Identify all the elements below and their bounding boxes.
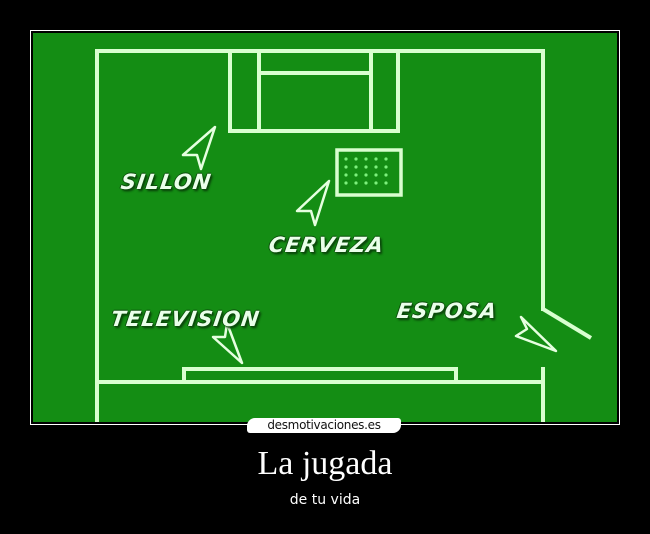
door-icon: [541, 307, 593, 340]
floor-plan-drawing: [95, 49, 593, 422]
sofa-icon: [228, 49, 400, 133]
poster-image: SILLON CERVEZA TELEVISION ESPOSA: [33, 33, 617, 422]
poster-frame: SILLON CERVEZA TELEVISION ESPOSA: [30, 30, 620, 425]
beer-pack-icon: [335, 148, 403, 197]
arrow-pointer-icon: [181, 125, 217, 171]
label-esposa: ESPOSA: [395, 299, 499, 323]
tv-icon: [182, 367, 458, 384]
arrow-pointer-icon: [295, 179, 331, 227]
label-sillon: SILLON: [119, 170, 214, 194]
watermark-badge[interactable]: desmotivaciones.es: [247, 418, 401, 433]
beer-cans: [344, 157, 388, 185]
arrow-pointer-icon: [514, 315, 558, 353]
caption-title: La jugada: [257, 445, 393, 482]
caption-subtitle: de tu vida: [289, 492, 361, 508]
arrow-pointer-icon: [211, 321, 244, 365]
label-cerveza: CERVEZA: [267, 233, 386, 257]
label-television: TELEVISION: [109, 307, 262, 331]
